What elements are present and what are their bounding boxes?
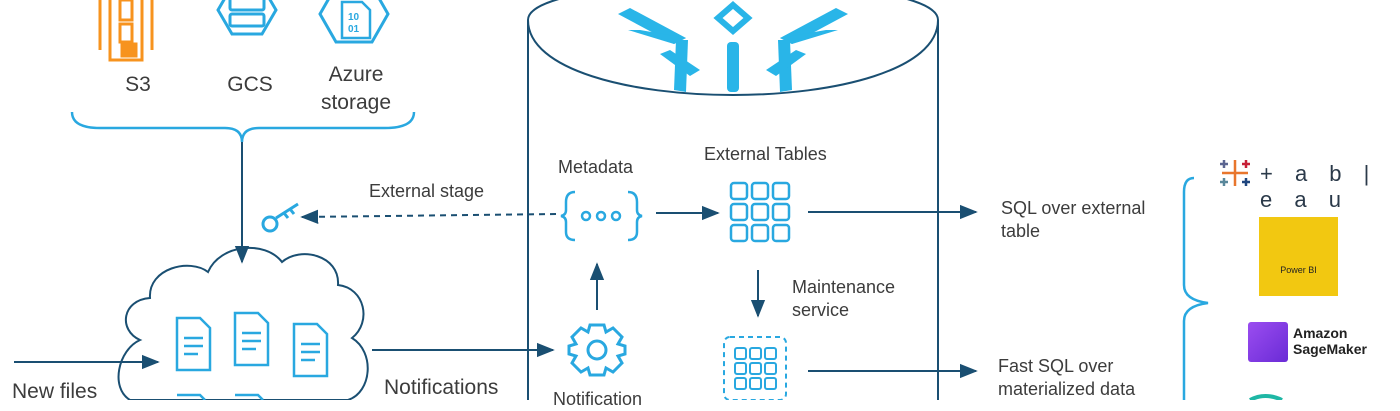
maintenance-label-line2: service [792, 300, 850, 320]
azure-label-line1: Azure [328, 63, 384, 86]
notifications-label: Notifications [384, 376, 499, 399]
power-bi-label: Power BI [1280, 265, 1317, 275]
gcs-icon [216, 0, 278, 36]
s3-label: S3 [125, 73, 151, 96]
tableau-wordmark: + a b | e a u [1260, 161, 1378, 212]
maintenance-label-line1: Maintenance [792, 277, 896, 297]
key-icon [261, 202, 299, 233]
external-tables-icon [729, 181, 791, 243]
metadata-label: Metadata [558, 157, 634, 177]
document-icons [175, 311, 329, 400]
snowflake-logo [618, 1, 848, 92]
fast-sql-label-line1: Fast SQL over [998, 356, 1114, 376]
tableau-logo-icon [1220, 160, 1250, 186]
snowflake-cylinder [527, 0, 939, 400]
external-stage-label: External stage [369, 181, 485, 201]
external-tables-label: External Tables [704, 144, 827, 164]
external-stage-arrow [300, 209, 557, 225]
cloud-shape [117, 246, 369, 400]
sql-external-label-line1: SQL over external [1001, 198, 1146, 218]
sagemaker-label: Amazon SageMaker [1293, 325, 1367, 357]
sql-external-label-line2: table [1001, 221, 1041, 241]
svg-text:01: 01 [348, 24, 360, 35]
bi-tools-brace [1182, 176, 1209, 400]
azure-storage-icon: 10 01 [318, 0, 390, 44]
s3-icon [98, 0, 154, 62]
partial-logo-icon [1249, 394, 1283, 400]
gear-icon [567, 323, 627, 377]
metadata-icon [560, 190, 643, 242]
gcs-label: GCS [227, 73, 273, 96]
power-bi-tile: Power BI [1259, 217, 1338, 296]
sagemaker-label-line1: Amazon [1293, 325, 1348, 341]
sagemaker-label-line2: SageMaker [1293, 341, 1367, 357]
materialized-view-icon [723, 336, 787, 400]
azure-label-line2: storage [320, 91, 392, 114]
architecture-diagram: 10 01 [14, 0, 1305, 400]
svg-text:10: 10 [348, 12, 360, 23]
sagemaker-icon [1248, 322, 1288, 362]
new-files-label: New files [12, 380, 98, 403]
fast-sql-label-line2: materialized data [998, 379, 1136, 399]
